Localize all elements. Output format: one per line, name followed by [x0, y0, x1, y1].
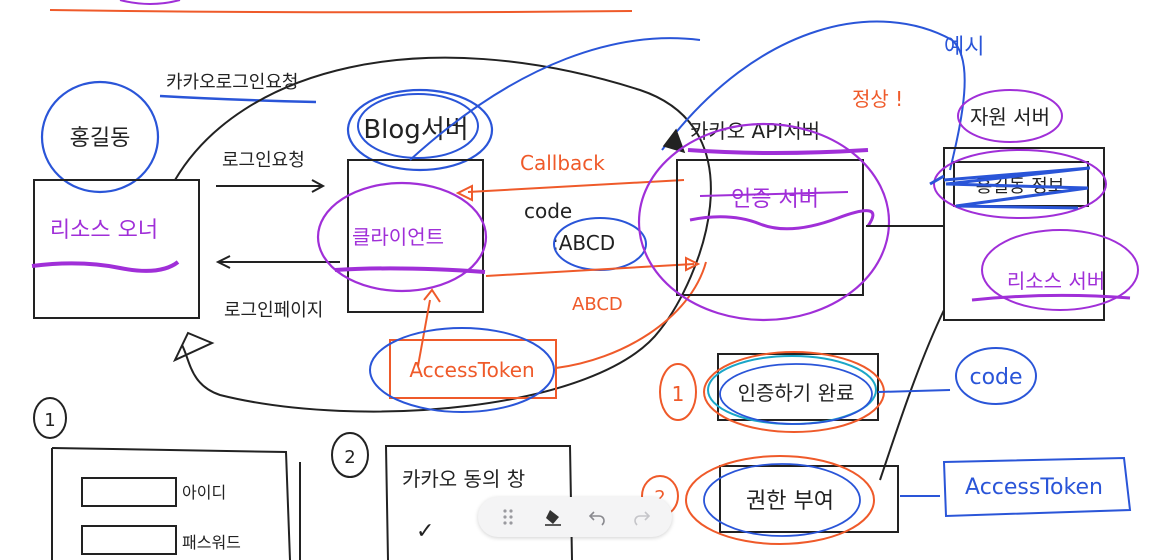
- user-circle-label: 홍길동: [70, 126, 131, 151]
- redo-icon[interactable]: [626, 501, 658, 533]
- grant-orange-circle: [685, 455, 875, 545]
- blog-server-label: Blog서버: [363, 115, 468, 145]
- callback-label: Callback: [520, 151, 605, 175]
- kakao-entry-arrowhead: [662, 128, 686, 154]
- access-token-box-label: AccessToken: [409, 358, 534, 382]
- blog-to-kakao-curve: [409, 37, 701, 161]
- access-token-link-curve: [555, 261, 707, 369]
- resource-to-grant-link: [879, 309, 945, 481]
- kakao-api-server-box: [676, 159, 864, 296]
- panel2-title: 카카오 동의 창: [402, 467, 525, 491]
- redirect-loop-curve: [174, 56, 712, 413]
- login-page-arrowhead: [215, 255, 231, 269]
- step1-box: [717, 353, 879, 421]
- panel2-check: ✓: [416, 519, 434, 544]
- login-request-arrowhead: [311, 179, 326, 193]
- auth-server-scribble: [689, 209, 875, 231]
- eraser-icon[interactable]: [537, 501, 569, 533]
- blog-server-circle-1: [346, 88, 494, 172]
- client-label: 클라이언트: [352, 225, 444, 249]
- resource-server-circle: [981, 229, 1139, 311]
- step2-circle-label: 2: [654, 487, 665, 508]
- resource-server-underline: [971, 293, 1131, 302]
- redirect-loop-arrowhead: [172, 331, 215, 363]
- user-circle: [40, 80, 160, 194]
- abcd-arrowhead: [685, 256, 701, 272]
- note-example-label: 예시: [944, 35, 984, 60]
- login-request-label: 로그인요청: [222, 150, 305, 171]
- callback-arrow: [467, 179, 685, 193]
- normal-label: 정상 !: [852, 87, 903, 111]
- resource-server-label: 리소스 서버: [1007, 269, 1105, 293]
- top-orange-stroke: [49, 9, 633, 14]
- kakao-api-underline: [687, 148, 869, 155]
- code-result-circle: [955, 347, 1037, 405]
- panel2-number-circle: [331, 432, 369, 478]
- callback-arrowhead: [455, 184, 473, 202]
- step1-result-link: [877, 389, 951, 393]
- access-token-result-box: [942, 456, 1132, 518]
- panel1-pw-field: [81, 525, 177, 555]
- blog-server-box: [347, 159, 484, 313]
- kakao-api-circle: [637, 122, 891, 322]
- panel1-id-label: 아이디: [182, 483, 226, 502]
- grant-permission-label: 권한 부여: [746, 489, 834, 514]
- resource-top-circle: [957, 89, 1063, 143]
- access-token-circle: [369, 327, 555, 413]
- client-underline: [334, 266, 486, 274]
- panel1-pw-label: 패스워드: [182, 533, 241, 552]
- top-purple-stroke: [119, 0, 181, 5]
- access-token-box: [389, 339, 557, 399]
- kakao-to-resource-curve: [661, 20, 966, 171]
- panel1-frame: [51, 447, 291, 560]
- panel2-number: 2: [344, 447, 355, 468]
- code-label: code: [524, 199, 572, 223]
- grant-blue-circle: [703, 463, 861, 537]
- drawing-toolbar: [478, 497, 672, 537]
- kakao-login-request-label: 카카오로그인요청: [166, 72, 298, 93]
- resource-owner-underline: [31, 260, 180, 273]
- resource-server-top-label: 자원 서버: [970, 105, 1050, 129]
- user-info-circle: [933, 149, 1107, 219]
- panel1-id-field: [81, 477, 177, 507]
- resource-owner-box: [33, 179, 200, 319]
- step1-label: 인증하기 완료: [738, 381, 855, 405]
- user-info-scribble: [943, 166, 1091, 210]
- resource-owner-label: 리소스 오너: [50, 218, 158, 243]
- access-token-up-arrowhead: [423, 288, 441, 303]
- auth-server-underline: [699, 191, 849, 197]
- panel1-number-circle: [33, 397, 67, 439]
- kakao-login-request-underline: [159, 94, 317, 104]
- abcd-arrow: [485, 263, 695, 277]
- undo-icon[interactable]: [581, 501, 613, 533]
- auth-server-label: 인증 서버: [731, 187, 819, 212]
- step1-circle-label: 1: [672, 382, 685, 406]
- step1-circle: [659, 363, 697, 421]
- client-circle: [316, 181, 488, 293]
- login-page-label: 로그인페이지: [224, 300, 323, 321]
- panel1-number: 1: [44, 410, 55, 431]
- code-result-label: code: [969, 365, 1022, 390]
- drag-handle-icon[interactable]: [492, 501, 524, 533]
- abcd-label: ABCD: [572, 294, 623, 315]
- kakao-api-server-label: 카카오 API서버: [690, 119, 820, 143]
- user-info-arrowhead: [929, 174, 945, 186]
- resource-server-box: [943, 147, 1105, 321]
- access-token-result-label: AccessToken: [965, 475, 1103, 500]
- access-token-up-arrow: [417, 299, 431, 367]
- blog-server-circle-2: [357, 93, 479, 159]
- code-value-label: :ABCD: [552, 231, 615, 255]
- step1-blue-circle: [719, 363, 873, 425]
